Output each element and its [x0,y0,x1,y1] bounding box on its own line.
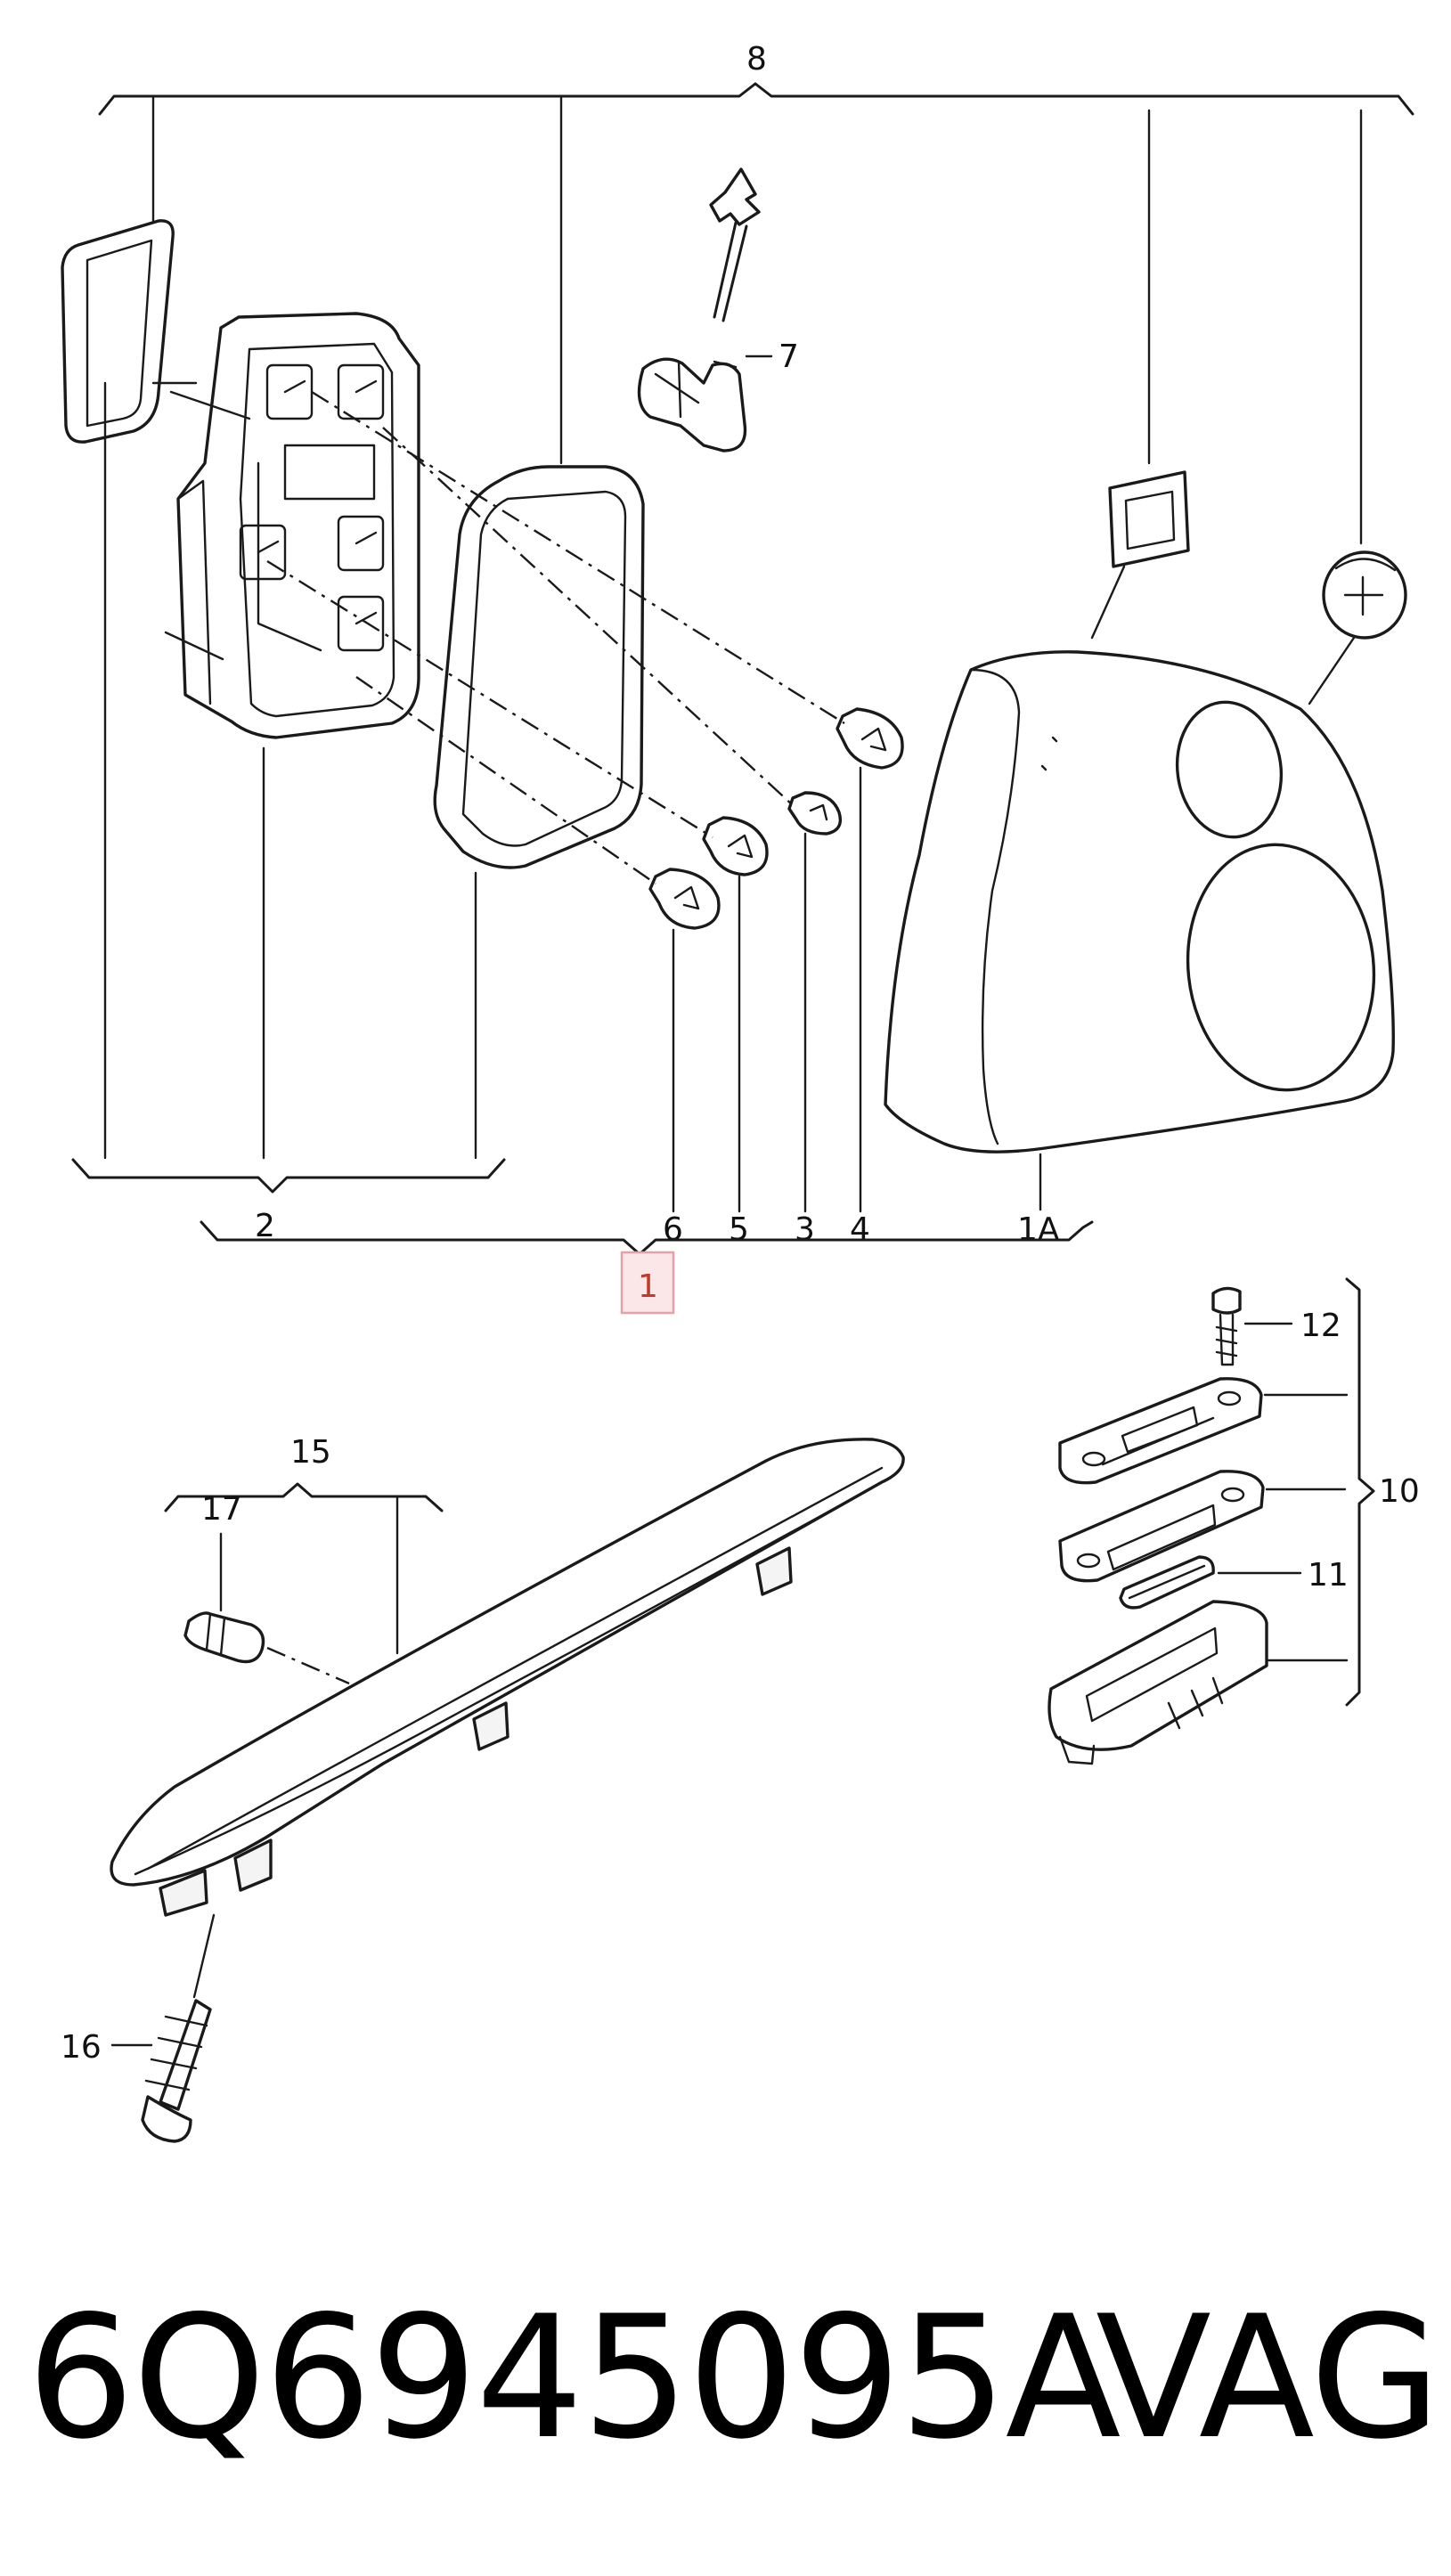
cap-round [1308,550,1407,705]
gasket-small [61,219,175,444]
callout-12: 12 [1300,1308,1341,1344]
callout-15: 15 [290,1434,331,1471]
bulb-holder [151,312,420,739]
bulb-4 [836,707,904,1213]
brand-name: VAG [1096,2279,1441,2476]
callout-3: 3 [795,1211,815,1248]
callout-4: 4 [850,1211,870,1248]
callout-6: 6 [663,1211,683,1248]
footer-part-number: 6Q6945095A VAG [27,2279,1441,2476]
bracket-1 [200,1220,1094,1256]
part-number: 6Q6945095A [27,2279,1121,2476]
callout-7: 7 [778,338,799,375]
callout-17: 17 [201,1491,242,1528]
screw-12 [1211,1286,1293,1366]
callout-1-highlight: 1 [620,1251,675,1315]
lamp-housing-1A [884,650,1395,1153]
callout-8: 8 [746,41,767,77]
screw-16 [110,1913,216,2143]
bulb-6 [648,868,721,1213]
plate-lamp-group [1047,1277,1375,1765]
bulb-5 [702,816,769,1213]
bracket-2 [71,381,506,1194]
bracket-15 [164,1482,444,1655]
bulb-11 [1119,1555,1302,1610]
pad-square [1090,470,1190,640]
callout-11: 11 [1308,1557,1349,1594]
bulb-17 [183,1532,350,1685]
bulbs [648,707,904,1213]
bracket-8 [98,82,1414,545]
callout-1A: 1A [1017,1211,1060,1248]
callout-16: 16 [61,2029,102,2066]
callout-5: 5 [729,1211,749,1248]
bulb-3 [787,791,843,1213]
lens-plate [1058,1377,1349,1485]
callout-10: 10 [1379,1473,1420,1510]
gasket-large [433,465,645,869]
lamp-housing-plate [1047,1600,1349,1765]
gasket-plate [1058,1470,1347,1583]
brake-light-15 [110,1438,905,1917]
callout-2: 2 [255,1208,275,1244]
center-lines [266,390,845,884]
callout-1: 1 [638,1268,658,1305]
part-7-clip [637,167,773,452]
